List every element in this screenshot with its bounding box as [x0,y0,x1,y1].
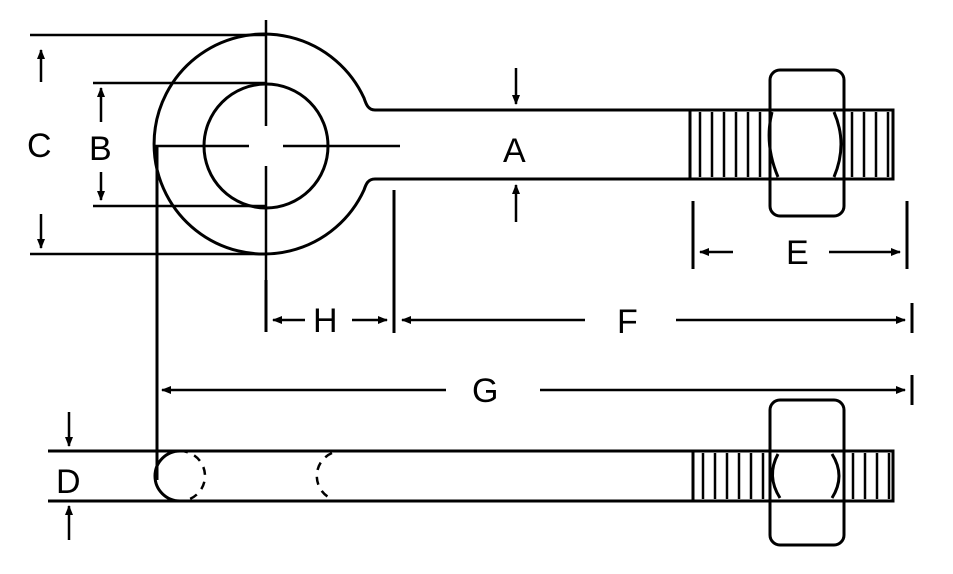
dimension-g: G [155,146,914,480]
threads-top [688,108,895,181]
eye-outer-outline [152,32,893,256]
eye-hidden-right [179,449,207,503]
dimension-h: H [264,190,396,340]
label-h: H [313,302,338,340]
label-c: C [27,127,52,165]
side-view [48,398,895,547]
hex-nut-top [767,68,846,218]
threads-side [691,449,895,503]
dimension-e: E [691,201,909,272]
label-d: D [56,463,81,501]
label-a: A [503,132,526,170]
eye-hidden-left [315,451,333,501]
label-b: B [89,130,112,168]
dimension-b: B [89,81,266,208]
top-view [152,20,895,280]
eye-side-round [153,449,181,503]
dimension-a: A [503,68,526,222]
label-g: G [472,372,498,410]
dimension-c: C [27,33,266,256]
label-f: F [617,303,638,341]
dimension-d: D [56,412,81,540]
dimension-f: F [401,303,914,341]
label-e: E [786,234,809,272]
hex-nut-side [768,398,846,547]
